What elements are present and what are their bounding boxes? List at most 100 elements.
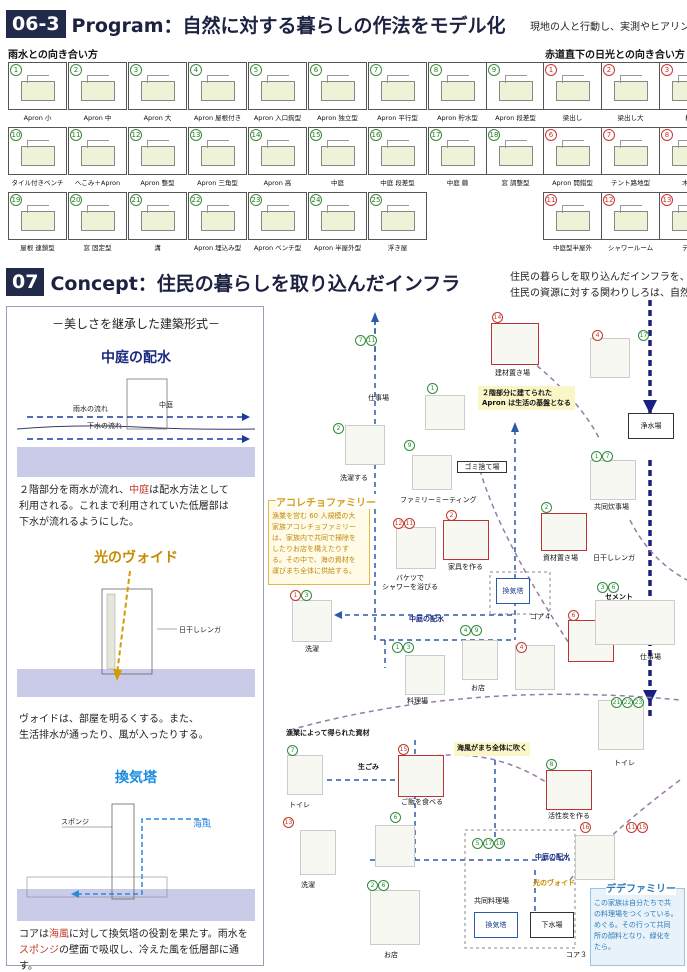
model-card: 3柱 [659,62,687,124]
sketch-shape [267,140,289,148]
card-label: 溝 [154,244,161,252]
label-core3: コア３ [566,951,587,959]
sketch-shape [321,211,355,231]
sketch-shape [81,146,115,166]
model-sketch [659,127,687,175]
sketch-shape [87,75,109,83]
card-label: Apron 三角型 [197,179,238,187]
model-sketch [601,62,660,110]
marker: 17 [638,330,649,341]
sketch-shape [321,81,355,101]
model-sketch [601,127,660,175]
marker: 7 [602,451,613,462]
ventilation-diagram [17,803,255,921]
marker: 11 [366,335,377,346]
sketch-shape [556,211,590,231]
sketch-shape [21,211,55,231]
panel-title: －美しさを継承した建築形式－ [51,317,220,331]
marker: 2 [541,502,552,513]
family-text: 漁業を営む 60 人規模の大家族アコレチョファミリーは、家族内で共同で掃除をした… [272,512,356,575]
sewer-flow-label: 下水の流れ [87,422,122,430]
furniture-photo [443,520,489,560]
shop-photo [462,640,498,680]
label-shared-kitchen2: 共同料理場 [474,897,509,905]
card-label: 梁出し [562,114,583,122]
sketch-shape [499,146,533,166]
marker: 17 [483,838,494,849]
card-number: 20 [70,194,82,206]
water-band [17,669,255,697]
sketch-shape [27,140,49,148]
card-label: Apron 屋根付き [193,114,242,122]
model-card: 13テン [659,192,687,254]
marker: 3 [597,582,608,593]
sketch-shape [87,205,109,213]
card-number: 24 [310,194,322,206]
label-washing: 洗濯 [305,645,319,653]
label-shower: シャワーを浴びる [382,583,438,591]
model-sketch [8,127,67,175]
sketch-shape [556,146,590,166]
section-description: 現地の人と行動し、実測やヒアリン [530,22,687,33]
sketch-shape [27,75,49,83]
label-light-void: 光のヴォイド [533,879,575,887]
sketch-shape [327,75,349,83]
sketch-shape [387,140,409,148]
ventilation-tower-heading: 換気塔 [115,770,157,786]
card-number: 12 [130,129,142,141]
wind-flow-arrow [77,818,207,895]
sketch-shape [614,146,648,166]
shared-kitchen-photo [590,460,636,500]
card-label: 中庭 繭 [446,179,469,187]
sketch-shape [441,81,475,101]
sketch-shape [678,140,687,148]
sketch-shape [81,81,115,101]
sketch-shape [620,205,642,213]
sketch-shape [141,211,175,231]
charcoal-photo [546,770,592,810]
shop-photo [370,890,420,945]
marker: 15 [398,744,409,755]
card-number: 19 [10,194,22,206]
arrowhead [334,611,342,619]
card-label: タイル付きベンチ [11,179,64,187]
label-wash: 洗濯する [340,474,368,482]
sketch-shape [267,75,289,83]
light-void-text: ヴォイドは、部屋を明るくする。また、 生活排水が通ったり、風が入ったりする。 [19,714,209,741]
family-title: アコレチョファミリー [276,494,376,509]
card-label: Apron 小 [23,114,52,122]
arrowhead [242,435,250,443]
kitchen-photo [405,655,445,695]
section-number: 06-3 [6,10,66,38]
section-description: 住民の資源に対する関わりしろは、自然 [510,288,687,299]
marker: 2 [367,880,378,891]
sketch-shape [147,75,169,83]
card-number: 23 [250,194,262,206]
card-number: 7 [603,129,615,141]
sketch-shape [207,140,229,148]
label-charcoal: 活性炭を作る [548,812,590,820]
sketch-shape [141,146,175,166]
sketch-shape [620,140,642,148]
marker: 16 [580,822,591,833]
card-label: 木打 [682,179,687,187]
ventilation-text: コアは海風に対して換気塔の役割を果たす。雨水を スポンジの壁面で吸収し、冷えた風… [19,929,248,972]
model-sketch [8,62,67,110]
arrowhead [71,890,79,898]
model-sketch [308,127,367,175]
label-shared-kitchen: 共同炊事場 [594,503,629,511]
